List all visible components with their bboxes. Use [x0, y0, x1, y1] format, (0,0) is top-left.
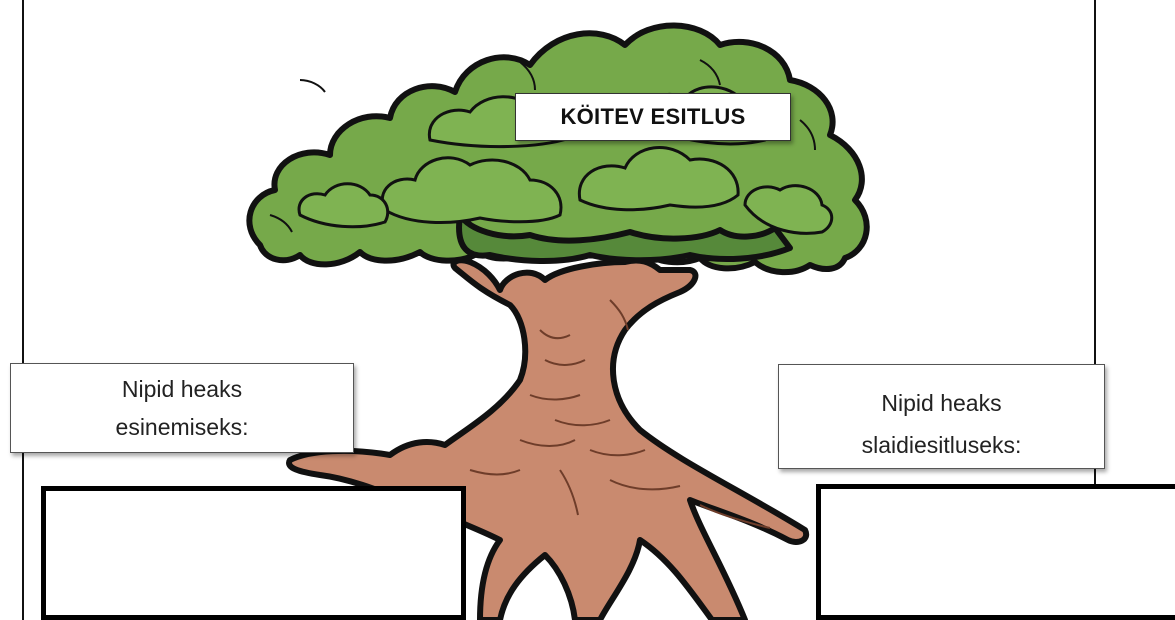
- left-label-line-1: Nipid heaks: [116, 370, 249, 408]
- left-label-line-2: esinemiseks:: [116, 408, 249, 446]
- right-label-box: Nipid heaks slaidiesitluseks:: [778, 364, 1105, 469]
- left-label-box: Nipid heaks esinemiseks:: [10, 363, 354, 453]
- right-label-line-1: Nipid heaks: [862, 375, 1022, 431]
- right-label-line-2: slaidiesitluseks:: [862, 431, 1022, 459]
- left-answer-box[interactable]: [41, 486, 466, 620]
- page-title: KÖITEV ESITLUS: [515, 93, 791, 141]
- tree-foliage: [249, 25, 866, 272]
- right-answer-box[interactable]: [816, 484, 1175, 620]
- title-text: KÖITEV ESITLUS: [560, 104, 745, 130]
